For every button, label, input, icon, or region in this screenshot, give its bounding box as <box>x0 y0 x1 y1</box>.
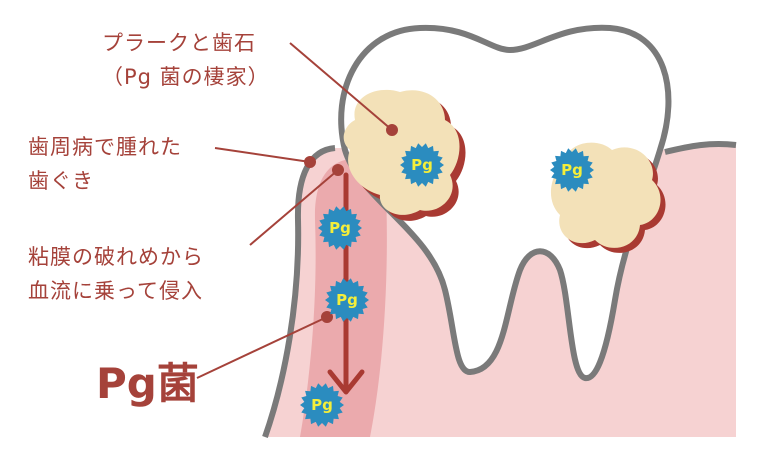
starburst-icon <box>400 143 444 187</box>
gum-outline-right <box>664 140 737 155</box>
leader-invade <box>249 169 339 246</box>
pg-bacteria-badge: Pg <box>318 206 362 250</box>
starburst-icon <box>300 383 344 427</box>
label-gum: 歯周病で腫れた 歯ぐき <box>28 130 182 198</box>
pg-badge-text: Pg <box>411 156 433 174</box>
pg-bacteria-badge: Pg <box>300 383 344 427</box>
leader-plaque <box>289 42 393 131</box>
label-plaque-line2: （Pg 菌の棲家） <box>102 65 270 89</box>
pg-badge-text: Pg <box>329 219 351 237</box>
pg-badge-text: Pg <box>311 396 333 414</box>
label-invade-line2: 血流に乗って侵入 <box>28 279 203 303</box>
pg-badge-text: Pg <box>561 161 583 179</box>
leader-gum <box>214 147 311 163</box>
pg-bacteria-badge: Pg <box>550 148 594 192</box>
label-invade-line1: 粘膜の破れめから <box>28 245 204 269</box>
pg-bacteria-badge: Pg <box>325 278 369 322</box>
label-plaque: プラークと歯石 （Pg 菌の棲家） <box>102 26 270 94</box>
leader-bacteria <box>196 316 328 379</box>
label-bacteria: Pg菌 <box>96 359 199 408</box>
label-gum-line2: 歯ぐき <box>28 169 94 193</box>
label-gum-line1: 歯周病で腫れた <box>28 135 182 159</box>
label-invade: 粘膜の破れめから 血流に乗って侵入 <box>28 240 204 308</box>
pg-badge-text: Pg <box>336 291 358 309</box>
starburst-icon <box>318 206 362 250</box>
starburst-icon <box>325 278 369 322</box>
starburst-icon <box>550 148 594 192</box>
label-plaque-line1: プラークと歯石 <box>102 31 256 55</box>
pg-bacteria-badge: Pg <box>400 143 444 187</box>
